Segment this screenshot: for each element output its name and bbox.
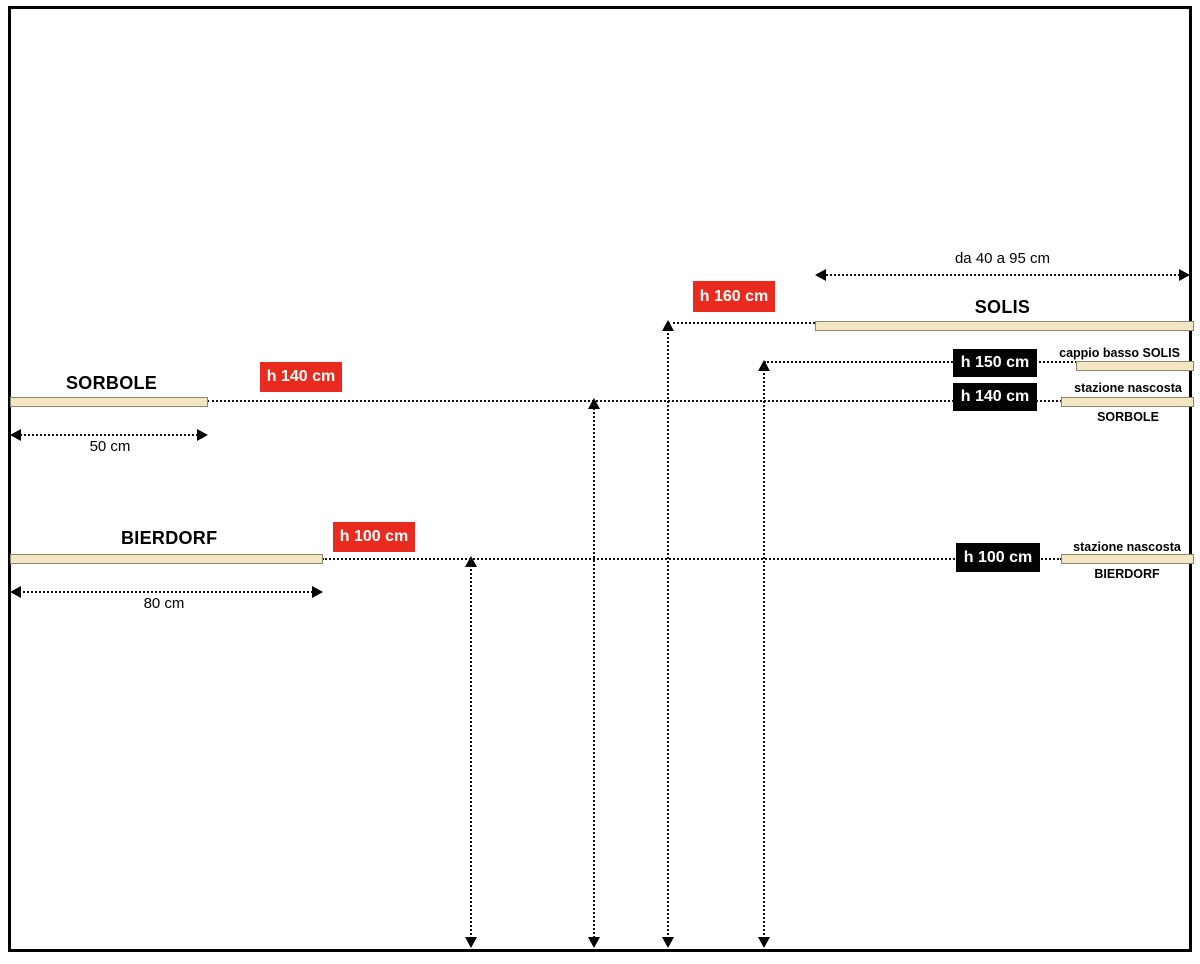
shelf-cappio-basso-solis	[1076, 361, 1194, 371]
caption-bierdorf-small: BIERDORF	[1094, 567, 1160, 581]
height-arrow-160cm	[662, 320, 674, 948]
arrowhead-left-icon	[815, 269, 826, 281]
shelf-sorbole	[10, 397, 208, 407]
leader-line-h140	[207, 400, 1062, 402]
shelf-bierdorf	[10, 554, 323, 564]
arrowhead-down-icon	[588, 937, 600, 948]
badge-h140-red: h 140 cm	[260, 362, 342, 392]
leader-line-h150	[764, 361, 1077, 363]
arrowhead-right-icon	[1179, 269, 1190, 281]
height-arrow-150cm	[758, 360, 770, 948]
caption-stazione-nascosta-sorbole: stazione nascosta	[1074, 381, 1182, 395]
measure-label-50cm: 50 cm	[89, 438, 131, 455]
arrowhead-down-icon	[758, 937, 770, 948]
range-arrow-solis	[815, 269, 1190, 281]
arrowhead-up-icon	[662, 320, 674, 331]
badge-h160-red: h 160 cm	[693, 281, 775, 312]
arrowhead-left-icon	[10, 429, 21, 441]
measure-label-80cm: 80 cm	[143, 595, 185, 612]
title-sorbole: SORBOLE	[66, 373, 158, 393]
title-solis: SOLIS	[974, 297, 1031, 317]
title-bierdorf: BIERDORF	[121, 528, 218, 548]
shelf-stazione-bierdorf	[1061, 554, 1194, 564]
badge-h140-black: h 140 cm	[953, 383, 1037, 411]
caption-stazione-nascosta-bierdorf: stazione nascosta	[1073, 540, 1181, 554]
leader-line-h100	[322, 558, 1062, 560]
arrowhead-down-icon	[465, 937, 477, 948]
width-arrow-bierdorf	[10, 586, 323, 598]
arrowhead-up-icon	[465, 556, 477, 567]
height-arrow-100cm	[465, 556, 477, 948]
caption-sorbole-small: SORBOLE	[1097, 410, 1159, 424]
shelf-stazione-sorbole	[1061, 397, 1194, 407]
arrowhead-up-icon	[588, 398, 600, 409]
arrowhead-right-icon	[312, 586, 323, 598]
arrowhead-down-icon	[662, 937, 674, 948]
shelf-solis	[815, 321, 1194, 331]
arrowhead-right-icon	[197, 429, 208, 441]
arrowhead-left-icon	[10, 586, 21, 598]
height-arrow-140cm	[588, 398, 600, 948]
caption-cappio-basso-solis: cappio basso SOLIS	[1059, 346, 1180, 360]
badge-h100-black: h 100 cm	[956, 543, 1040, 572]
width-arrow-sorbole	[10, 429, 208, 441]
measure-label-solis-range: da 40 a 95 cm	[954, 250, 1051, 267]
badge-h100-red: h 100 cm	[333, 522, 415, 552]
arrowhead-up-icon	[758, 360, 770, 371]
leader-line-h160	[668, 322, 815, 324]
diagram-frame	[8, 6, 1192, 952]
badge-h150-black: h 150 cm	[953, 349, 1037, 377]
